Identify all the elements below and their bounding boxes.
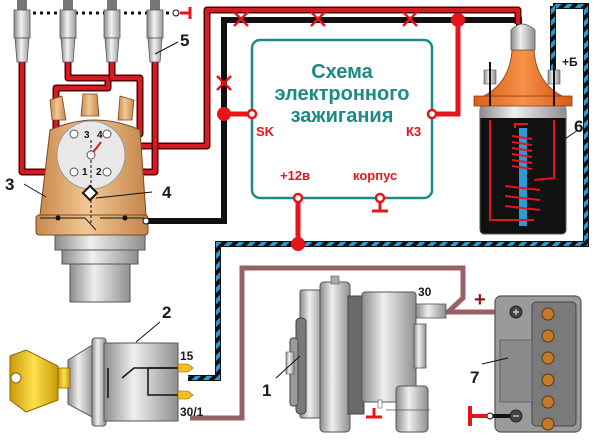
ground-symbol xyxy=(372,202,388,213)
contact-label-3: 3 xyxy=(84,130,90,141)
coil-plus-b-label: +Б xyxy=(562,55,578,69)
distributor-contact-3 xyxy=(69,129,79,139)
junction-power xyxy=(291,237,305,251)
ignition-coil xyxy=(473,23,573,235)
pin-k3-label: К3 xyxy=(406,124,421,139)
leader-lines xyxy=(23,41,579,379)
distributor xyxy=(35,93,150,303)
junction-k3 xyxy=(451,13,465,27)
module-title-line-3: зажигания xyxy=(291,105,394,127)
alternator xyxy=(285,275,447,433)
pin-plus12 xyxy=(292,192,304,204)
distributor-contact-4 xyxy=(102,129,112,139)
label-3: 3 xyxy=(5,175,14,194)
distributor-contact-1 xyxy=(69,167,79,177)
terminal-15 xyxy=(177,363,194,373)
label-1: 1 xyxy=(262,381,271,400)
distributor-contact-2 xyxy=(102,167,112,177)
pin-k3 xyxy=(426,108,438,120)
terminal-15-label: 15 xyxy=(180,349,194,363)
key-icon xyxy=(9,349,71,413)
battery-plus-sign: + xyxy=(474,289,486,311)
label-5: 5 xyxy=(180,31,189,50)
battery-wire xyxy=(190,265,505,421)
contact-label-1: 1 xyxy=(82,167,88,178)
label-4: 4 xyxy=(162,183,172,202)
pin-ground-label: корпус xyxy=(353,168,397,183)
module-title-line-1: Схема xyxy=(311,61,373,83)
power-wire xyxy=(188,3,589,381)
hall-sensor xyxy=(81,184,99,202)
spark-plug xyxy=(103,0,121,63)
spark-plug xyxy=(13,0,31,63)
pin-sk xyxy=(246,108,258,120)
terminal-30-1-label: 30/1 xyxy=(180,405,204,419)
battery xyxy=(468,295,582,433)
pin-plus12-label: +12в xyxy=(280,168,310,183)
label-6: 6 xyxy=(574,117,583,136)
wire-break-marks xyxy=(216,11,418,91)
contact-label-2: 2 xyxy=(96,167,102,178)
terminal-30-1 xyxy=(177,390,194,400)
plug-ground-line xyxy=(26,7,192,19)
label-7: 7 xyxy=(470,368,479,387)
contact-label-4: 4 xyxy=(97,130,103,141)
spark-plug xyxy=(146,0,164,63)
module-title-line-2: электронного xyxy=(274,83,409,105)
spark-plugs xyxy=(13,0,164,63)
label-2: 2 xyxy=(162,303,171,322)
pin-sk-label: SK xyxy=(256,124,275,139)
spark-plug xyxy=(59,0,77,63)
junction-sk xyxy=(217,107,231,121)
ignition-switch xyxy=(9,337,194,427)
pin-ground xyxy=(374,192,386,204)
alternator-30-label: 30 xyxy=(418,285,432,299)
battery-cells xyxy=(541,307,555,431)
